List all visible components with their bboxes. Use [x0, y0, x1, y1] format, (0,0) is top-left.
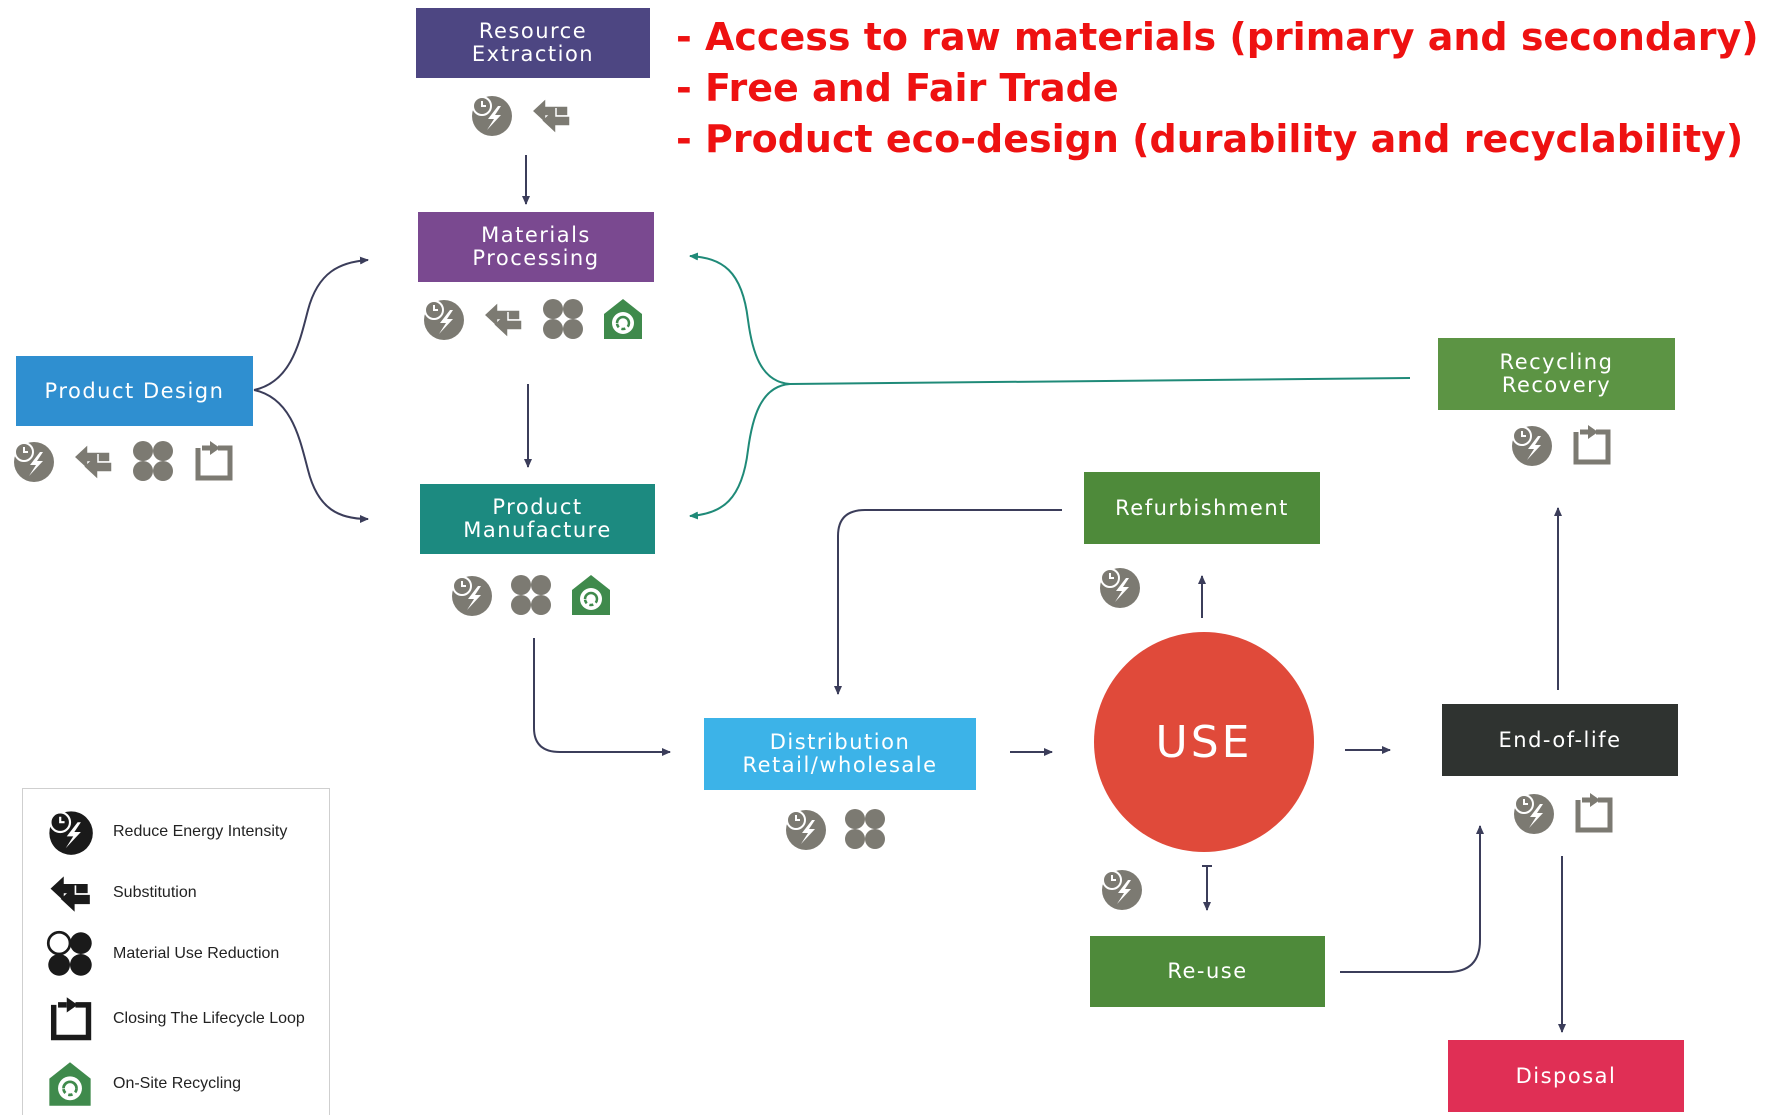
reduce-energy-intensity-icon: [448, 572, 494, 618]
headline-line-1: - Access to raw materials (primary and s…: [676, 15, 1759, 59]
reduce-energy-intensity-icon: [420, 296, 466, 342]
legend: Reduce Energy Intensity Substitution Mat…: [22, 788, 330, 1115]
icons-product-manufacture: [448, 572, 628, 618]
resource-extraction-label-2: Extraction: [471, 42, 595, 66]
reduce-energy-intensity-icon: [1098, 866, 1144, 912]
icons-distribution: [782, 806, 902, 852]
recycling-recovery-box: Recycling Recovery: [1438, 338, 1675, 410]
re-use-label: Re-use: [1167, 959, 1248, 983]
reduce-energy-intensity-icon: [10, 438, 56, 484]
arrow-reuse-to-endoflife: [1340, 825, 1484, 973]
legend-label: Reduce Energy Intensity: [113, 823, 288, 840]
materials-processing-label-2: Processing: [472, 246, 600, 270]
legend-label: On-Site Recycling: [113, 1075, 242, 1092]
use-label: USE: [1155, 716, 1253, 768]
arrow-recycling-line: [789, 377, 1411, 385]
legend-item-recycling: On-Site Recycling: [45, 1059, 241, 1109]
arrow-recycling-to-processing: [689, 252, 791, 385]
refurbishment-label: Refurbishment: [1115, 495, 1289, 520]
material-use-reduction-icon: [130, 438, 176, 484]
arrow-refurbishment-to-distribution: [834, 509, 1062, 695]
disposal-box: Disposal: [1448, 1040, 1684, 1112]
arrow-manufacture-to-distribution: [533, 638, 671, 756]
refurbishment-box: Refurbishment: [1084, 472, 1320, 544]
headline-line-2: - Free and Fair Trade: [676, 66, 1119, 110]
headline-list: - Access to raw materials (primary and s…: [676, 12, 1759, 165]
closing-lifecycle-loop-icon: [1570, 790, 1616, 836]
material-use-reduction-icon: [540, 296, 586, 342]
product-design-box: Product Design: [16, 356, 253, 426]
substitution-icon: [480, 296, 526, 342]
closing-lifecycle-loop-icon: [45, 994, 95, 1044]
reduce-energy-intensity-icon: [1510, 790, 1556, 836]
use-circle: USE: [1094, 632, 1314, 852]
product-manufacture-label-2: Manufacture: [463, 518, 612, 542]
product-manufacture-label-1: Product: [492, 495, 583, 519]
product-manufacture-box: Product Manufacture: [420, 484, 655, 554]
icons-end-of-life: [1510, 790, 1630, 836]
material-use-reduction-icon: [508, 572, 554, 618]
reduce-energy-intensity-icon: [45, 807, 95, 857]
materials-processing-box: Materials Processing: [418, 212, 654, 282]
icons-re-use: [1098, 866, 1158, 912]
arrow-recycling-to-manufacture: [689, 383, 791, 520]
legend-item-energy: Reduce Energy Intensity: [45, 807, 287, 857]
icons-recycling-recovery: [1508, 422, 1628, 468]
arrow-design-to-processing: [253, 256, 369, 391]
icons-refurbishment: [1096, 564, 1156, 610]
recycling-recovery-label-1: Recycling: [1499, 350, 1614, 374]
substitution-icon: [45, 868, 95, 918]
headline-line-3: - Product eco-design (durability and rec…: [676, 117, 1744, 161]
resource-extraction-box: Resource Extraction: [416, 8, 650, 78]
closing-lifecycle-loop-icon: [1568, 422, 1614, 468]
legend-item-loop: Closing The Lifecycle Loop: [45, 994, 305, 1044]
legend-label: Material Use Reduction: [113, 945, 280, 962]
on-site-recycling-icon: [600, 296, 646, 342]
legend-item-substitution: Substitution: [45, 868, 197, 918]
reduce-energy-intensity-icon: [1096, 564, 1142, 610]
end-of-life-label: End-of-life: [1498, 727, 1622, 752]
reduce-energy-intensity-icon: [1508, 422, 1554, 468]
resource-extraction-label-1: Resource: [478, 19, 588, 43]
on-site-recycling-icon: [568, 572, 614, 618]
disposal-label: Disposal: [1515, 1063, 1617, 1088]
material-use-reduction-icon: [842, 806, 888, 852]
end-of-life-box: End-of-life: [1442, 704, 1678, 776]
distribution-label-2: Retail/wholesale: [742, 753, 938, 777]
substitution-icon: [70, 438, 116, 484]
legend-label: Substitution: [113, 884, 197, 901]
on-site-recycling-icon: [45, 1059, 95, 1109]
distribution-label-1: Distribution: [769, 730, 911, 754]
icons-materials-processing: [420, 296, 660, 342]
legend-label: Closing The Lifecycle Loop: [113, 1010, 305, 1027]
product-design-label: Product Design: [44, 378, 225, 403]
closing-lifecycle-loop-icon: [190, 438, 236, 484]
distribution-box: Distribution Retail/wholesale: [704, 718, 976, 790]
substitution-icon: [528, 92, 574, 138]
icons-product-design: [10, 438, 250, 484]
reduce-energy-intensity-icon: [782, 806, 828, 852]
arrow-design-to-manufacture: [253, 389, 369, 523]
materials-processing-label-1: Materials: [481, 223, 591, 247]
recycling-recovery-label-2: Recovery: [1501, 373, 1612, 397]
icons-resource-extraction: [468, 92, 588, 138]
material-use-reduction-icon: [45, 929, 95, 979]
re-use-box: Re-use: [1090, 936, 1325, 1007]
legend-item-material: Material Use Reduction: [45, 929, 279, 979]
reduce-energy-intensity-icon: [468, 92, 514, 138]
